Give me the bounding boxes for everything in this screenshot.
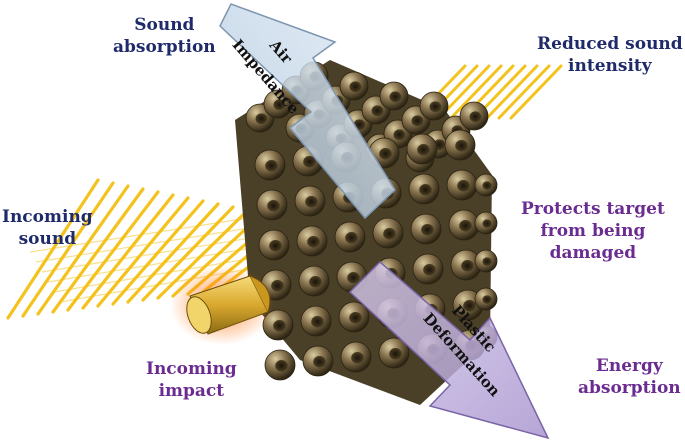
lattice-node bbox=[298, 265, 330, 297]
lattice-node bbox=[296, 225, 328, 257]
reduced-wave-line bbox=[509, 64, 563, 120]
plastic-deformation-arrow: Plastic Deformation bbox=[348, 260, 550, 440]
sound-wave-line bbox=[81, 193, 175, 310]
reduced-wave-line bbox=[449, 64, 503, 120]
reduced-sound-intensity-label: Reduced sound intensity bbox=[537, 34, 683, 76]
lattice-node bbox=[410, 213, 442, 245]
lattice-node bbox=[258, 229, 290, 261]
reduced-wave-line bbox=[485, 64, 539, 120]
lattice-node bbox=[302, 345, 334, 377]
lattice-node bbox=[444, 129, 476, 161]
incoming-sound-label: Incoming sound bbox=[2, 207, 93, 249]
lattice-node bbox=[254, 149, 286, 181]
lattice-node bbox=[339, 71, 369, 101]
lattice-node bbox=[256, 189, 288, 221]
sound-absorption-label: Sound absorption bbox=[113, 15, 216, 57]
lattice-node bbox=[448, 209, 480, 241]
lattice-node bbox=[450, 249, 482, 281]
incoming-impact-label: Incoming impact bbox=[146, 359, 237, 401]
sound-wave-line bbox=[156, 208, 250, 300]
sound-wave-line bbox=[96, 196, 190, 308]
lattice-node bbox=[378, 337, 410, 369]
reduced-wave-line bbox=[497, 64, 551, 120]
lattice-node bbox=[408, 173, 440, 205]
lattice-node bbox=[446, 169, 478, 201]
protects-target-label: Protects target from being damaged bbox=[521, 199, 665, 263]
lattice-node bbox=[474, 249, 498, 273]
lattice-node bbox=[340, 341, 372, 373]
lattice-node bbox=[334, 221, 366, 253]
lattice-node bbox=[474, 173, 498, 197]
lattice-node bbox=[474, 211, 498, 235]
lattice-node bbox=[412, 253, 444, 285]
lattice-node bbox=[294, 185, 326, 217]
lattice-node bbox=[406, 133, 438, 165]
sound-wave-line bbox=[21, 181, 115, 318]
impactor-projectile bbox=[170, 265, 274, 345]
lattice-node bbox=[264, 349, 296, 381]
lattice-node bbox=[474, 287, 498, 311]
lattice-node bbox=[338, 301, 370, 333]
sound-wave-line bbox=[36, 184, 130, 316]
sound-wave-line bbox=[126, 202, 220, 304]
energy-absorption-label: Energy absorption bbox=[578, 356, 681, 398]
lattice-node bbox=[419, 91, 449, 121]
lattice-node bbox=[459, 101, 489, 131]
sound-wave-line bbox=[111, 199, 205, 306]
sound-wave-line bbox=[51, 187, 145, 314]
lattice-node bbox=[379, 81, 409, 111]
lattice-node bbox=[372, 217, 404, 249]
sound-wave-line bbox=[66, 190, 160, 312]
lattice-node bbox=[300, 305, 332, 337]
